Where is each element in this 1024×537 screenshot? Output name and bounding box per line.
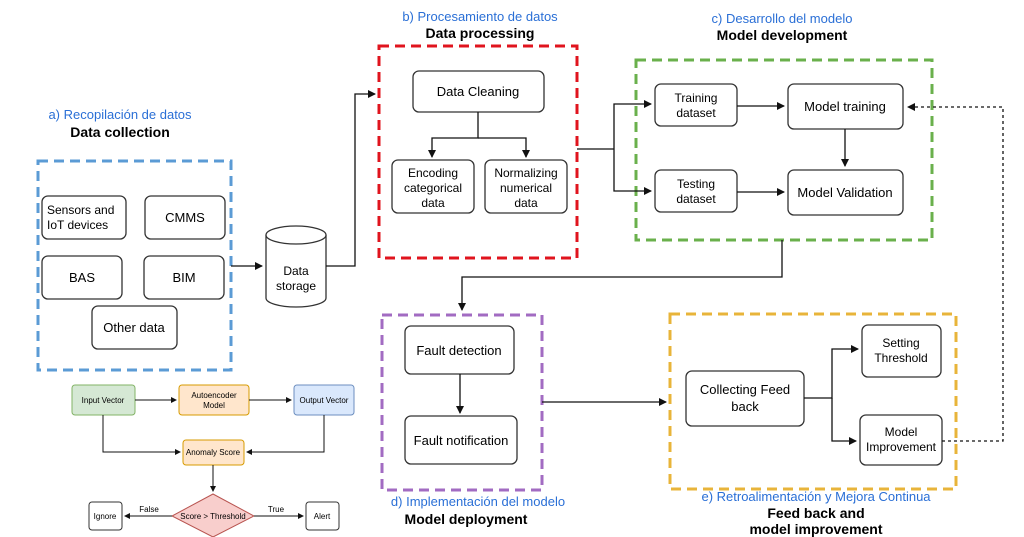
development-title-en: Model development <box>717 27 848 43</box>
collection-title-es: a) Recopilación de datos <box>48 107 192 122</box>
model-improvement-label-1: Model <box>885 425 918 439</box>
arrow-feedback-to-threshold <box>804 345 859 399</box>
output-vector-node: Output Vector <box>293 384 355 416</box>
fault-detection-label: Fault detection <box>416 343 501 358</box>
training-dataset-node: Training dataset <box>654 83 738 127</box>
feedback-title-en-1: Feed back and <box>767 505 864 521</box>
arrow-output-to-score <box>246 415 325 455</box>
feedback-container <box>668 312 958 491</box>
collecting-feedback-label-1: Collecting Feed <box>700 382 790 397</box>
model-training-label: Model training <box>804 99 886 114</box>
model-validation-node: Model Validation <box>787 169 904 216</box>
other-data-label: Other data <box>103 320 165 335</box>
model-improvement-node: Model Improvement <box>859 414 943 466</box>
sensors-node: Sensors and IoT devices <box>41 195 127 240</box>
anomaly-score-node: Anomaly Score <box>182 439 245 466</box>
collecting-feedback-node: Collecting Feed back <box>685 370 805 427</box>
alert-node: Alert <box>305 501 340 531</box>
model-improvement-label-2: Improvement <box>866 440 937 454</box>
cmms-node: CMMS <box>144 195 226 240</box>
encoding-node: Encoding categorical data <box>391 159 475 214</box>
processing-title-en: Data processing <box>426 25 535 41</box>
deployment-title-en: Model deployment <box>405 511 528 527</box>
arrow-processing-to-testing-dataset <box>613 149 652 195</box>
ignore-node: Ignore <box>88 501 123 531</box>
testing-dataset-label-2: dataset <box>676 192 716 206</box>
training-dataset-label-1: Training <box>675 91 718 105</box>
collecting-feedback-label-2: back <box>731 399 759 414</box>
storage-label-1: Data <box>283 264 309 278</box>
dotted-arrow-improvement-to-training <box>907 103 1004 442</box>
sensors-label-2: IoT devices <box>47 218 108 232</box>
false-label: False <box>139 505 159 514</box>
normalizing-label-1: Normalizing <box>494 166 557 180</box>
alert-label: Alert <box>314 512 331 521</box>
bas-node: BAS <box>41 255 123 300</box>
true-label: True <box>268 505 285 514</box>
normalizing-label-3: data <box>514 196 538 210</box>
bim-node: BIM <box>143 255 225 300</box>
testing-dataset-node: Testing dataset <box>654 169 738 213</box>
encoding-label-2: categorical <box>404 181 462 195</box>
fault-notification-label: Fault notification <box>414 433 509 448</box>
autoencoder-label-2: Model <box>203 401 225 410</box>
setting-threshold-label-2: Threshold <box>874 351 927 365</box>
arrow-processing-to-training-dataset <box>613 100 652 149</box>
feedback-title-en-2: model improvement <box>749 521 882 537</box>
collection-title-en: Data collection <box>70 124 170 140</box>
data-cleaning-label: Data Cleaning <box>437 84 519 99</box>
input-vector-node: Input Vector <box>71 384 136 416</box>
normalizing-node: Normalizing numerical data <box>484 159 568 214</box>
model-training-node: Model training <box>787 83 904 130</box>
normalizing-label-2: numerical <box>500 181 552 195</box>
autoencoder-node: Autoencoder Model <box>178 384 250 416</box>
anomaly-score-label: Anomaly Score <box>186 448 241 457</box>
arrow-storage-to-processing <box>326 90 376 267</box>
cmms-label: CMMS <box>165 210 205 225</box>
fault-detection-node: Fault detection <box>404 325 515 375</box>
model-validation-label: Model Validation <box>797 185 892 200</box>
arrow-input-to-score <box>102 415 181 455</box>
data-cleaning-node: Data Cleaning <box>412 70 545 113</box>
decision-diamond: Score > Threshold <box>170 493 256 537</box>
decision-label: Score > Threshold <box>180 512 245 521</box>
model-development-container <box>634 58 934 242</box>
arrow-feedback-to-improvement <box>831 398 857 445</box>
storage-label-2: storage <box>276 279 316 293</box>
bim-label: BIM <box>172 270 195 285</box>
deployment-title-es: d) Implementación del modelo <box>391 494 565 509</box>
output-vector-label: Output Vector <box>300 396 349 405</box>
testing-dataset-label-1: Testing <box>677 177 715 191</box>
feedback-title-es: e) Retroalimentación y Mejora Continua <box>701 489 931 504</box>
training-dataset-label-2: dataset <box>676 106 716 120</box>
arrow-development-to-deployment <box>458 240 783 311</box>
encoding-label-3: data <box>421 196 445 210</box>
arrow-cleaning-to-normalizing <box>478 137 530 158</box>
processing-title-es: b) Procesamiento de datos <box>402 9 558 24</box>
fault-notification-node: Fault notification <box>404 415 518 465</box>
bas-label: BAS <box>69 270 95 285</box>
encoding-label-1: Encoding <box>408 166 458 180</box>
data-storage-cylinder: Data storage <box>265 225 327 308</box>
input-vector-label: Input Vector <box>82 396 125 405</box>
sensors-label-1: Sensors and <box>47 203 114 217</box>
other-data-node: Other data <box>91 305 178 350</box>
arrow-cleaning-to-encoding <box>428 112 479 158</box>
setting-threshold-node: Setting Threshold <box>861 324 942 378</box>
ignore-label: Ignore <box>94 512 117 521</box>
autoencoder-label-1: Autoencoder <box>191 391 237 400</box>
development-title-es: c) Desarrollo del modelo <box>712 11 853 26</box>
setting-threshold-label-1: Setting <box>882 336 919 350</box>
data-processing-container <box>377 44 579 260</box>
